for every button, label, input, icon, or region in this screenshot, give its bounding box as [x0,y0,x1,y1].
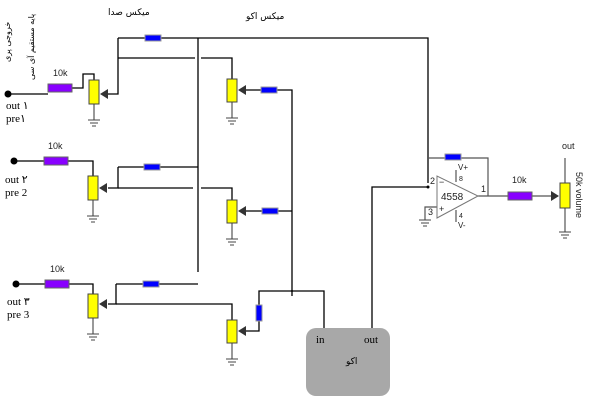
resistor-sound-1 [144,34,162,42]
label-pre-2: pre 2 [5,187,27,199]
resistor-feedback [444,153,462,161]
svg-text:اکو: اکو [345,357,357,367]
svg-text:1: 1 [481,184,486,194]
svg-text:V+: V+ [458,163,468,172]
wire-echo-bus [243,89,293,296]
svg-text:2: 2 [430,176,435,186]
resistors [43,34,533,322]
label-resistor-2: 10k [48,141,63,151]
wire-echo2-top [201,187,233,200]
wire-in3-r [69,283,94,294]
input-terminal-3 [12,280,20,288]
ground-icon [226,238,238,246]
pot-input-2 [87,175,107,216]
ground-symbols [87,117,571,366]
ground-icon [226,358,238,366]
resistor-sound-3 [142,280,160,288]
pot-echo-2 [226,199,246,239]
pot-echo-3 [226,319,246,359]
svg-text:−: − [439,177,444,187]
svg-text:in: in [316,334,325,346]
pot-input-3 [87,293,107,334]
label-pre-3: pre 3 [7,309,30,321]
ground-icon [87,333,99,341]
resistor-output [507,191,533,201]
svg-text:+: + [439,204,444,214]
label-out-3: out ۳ [7,296,30,308]
ground-icon [559,231,571,239]
pot-echo-1 [226,78,246,118]
pot-input-1 [88,79,108,120]
label-volume-pot: 50k volume [574,172,584,218]
ground-icon [419,219,431,227]
resistor-input-3 [44,279,70,289]
svg-text:out: out [364,334,378,346]
wire-in1-r [72,73,95,89]
ground-icon [87,215,99,223]
label-output-resistor: 10k [512,175,527,185]
wire-ch1-wiper [108,38,119,95]
resistor-echo-3 [255,304,263,322]
resistor-sound-2 [143,163,161,171]
svg-text:8: 8 [459,176,463,183]
wire-echo3-to-in [243,290,325,332]
svg-text:4558: 4558 [441,192,464,203]
junction-dot [291,290,293,292]
label-final-out: out [562,141,575,151]
pot-volume [551,182,571,209]
wire-main-bus [118,37,429,183]
label-resistor-1: 10k [53,68,68,78]
wire-echo-out [371,186,428,332]
ground-icon [88,119,100,127]
wire-ch2-wiper [108,167,119,189]
opamp-4558: 4558 − + 2 3 1 8 4 V+ V- [428,163,486,230]
label-ic-pin: پایه مستقیم آی سی [26,14,36,80]
resistor-input-2 [43,156,69,166]
label-pre-1: pre۱ [6,113,26,125]
title-mix-echo: میکس اکو [245,12,284,22]
resistor-input-1 [47,83,73,93]
label-pre-out: خروجی پری [3,22,12,62]
input-terminal-1 [4,90,12,98]
resistor-echo-2 [261,207,279,215]
wire-in2-r [68,160,94,176]
wire-ch3-wiper [108,284,117,305]
ground-icon [226,117,238,125]
wire-echo3-top [116,303,233,320]
input-terminal-2 [10,157,18,165]
resistor-echo-1 [260,86,278,94]
label-out-1: out ۱ [6,100,29,112]
svg-text:4: 4 [459,213,463,220]
svg-text:3: 3 [428,207,433,217]
echo-module: in out اکو [306,328,390,396]
label-resistor-3: 10k [50,264,65,274]
junction-dot [426,185,430,189]
title-mix-sound: میکس صدا [108,8,150,18]
svg-text:V-: V- [458,221,466,230]
potentiometers [87,78,571,359]
label-out-2: out ۲ [5,174,28,186]
wire-echo1-top [201,57,233,80]
wire-noninv-gnd [424,206,437,220]
